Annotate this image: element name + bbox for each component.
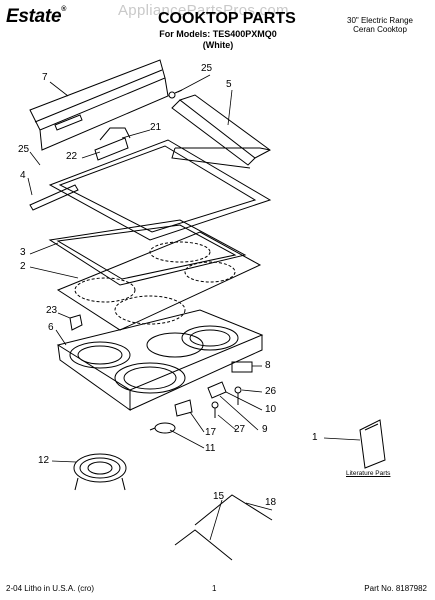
page-title: COOKTOP PARTS — [158, 10, 296, 27]
part-12-element — [73, 453, 127, 491]
part-1-literature — [359, 419, 386, 469]
variant-label: (White) — [202, 40, 234, 50]
callout-4: 4 — [20, 170, 26, 181]
callout-9: 9 — [262, 424, 268, 435]
product-type: 30" Electric Range — [347, 16, 413, 25]
page-number: 1 — [212, 584, 217, 593]
callout-15: 15 — [213, 491, 225, 502]
footer-litho: 2-04 Litho in U.S.A. (cro) — [6, 584, 95, 593]
product-subtype: Ceran Cooktop — [353, 25, 407, 34]
part-11-limiter — [149, 422, 176, 434]
part-17-bracket — [174, 399, 193, 417]
part-7-trim — [29, 59, 169, 151]
part-5-frame — [171, 94, 271, 169]
part-15-rod — [174, 529, 233, 561]
models-line: For Models: TES400PXMQ0 — [159, 29, 277, 39]
callout-6: 6 — [48, 322, 54, 333]
callout-10: 10 — [265, 404, 277, 415]
part-23-bracket — [69, 314, 83, 331]
part-4-rail — [29, 184, 79, 211]
part-6-burner-box — [56, 309, 264, 411]
callout-leaders — [27, 74, 361, 541]
callout-21: 21 — [150, 122, 162, 133]
callout-27: 27 — [234, 424, 246, 435]
part-3-gasket — [48, 219, 247, 286]
callout-18: 18 — [265, 497, 277, 508]
callout-25: 25 — [201, 63, 213, 74]
callout-3: 3 — [20, 247, 26, 258]
part-frame-lower — [48, 139, 272, 241]
callout-26: 26 — [265, 386, 277, 397]
part-26-screw — [234, 386, 242, 405]
brand-logo: Estate® — [6, 6, 67, 27]
callout-1: 1 — [312, 432, 318, 443]
callout-5: 5 — [226, 79, 232, 90]
part-number: Part No. 8187982 — [364, 584, 427, 593]
callout-25-left: 25 — [18, 144, 30, 155]
part-21-22-clip — [94, 127, 131, 161]
callout-12: 12 — [38, 455, 50, 466]
callout-11: 11 — [205, 443, 216, 454]
part-2-glass-top — [56, 231, 262, 331]
callout-7: 7 — [42, 72, 48, 83]
callout-2: 2 — [20, 261, 26, 272]
callout-23: 23 — [46, 305, 58, 316]
part-18-rod — [194, 494, 273, 526]
watermark: AppliancePartsPros.com — [118, 2, 289, 19]
callout-22: 22 — [66, 151, 78, 162]
callout-8: 8 — [265, 360, 271, 371]
part-9-clip — [207, 381, 227, 399]
callout-17: 17 — [205, 427, 217, 438]
literature-parts-label: Literature Parts — [346, 470, 391, 477]
part-8-bracket — [231, 361, 253, 373]
part-27-screw — [211, 401, 219, 418]
